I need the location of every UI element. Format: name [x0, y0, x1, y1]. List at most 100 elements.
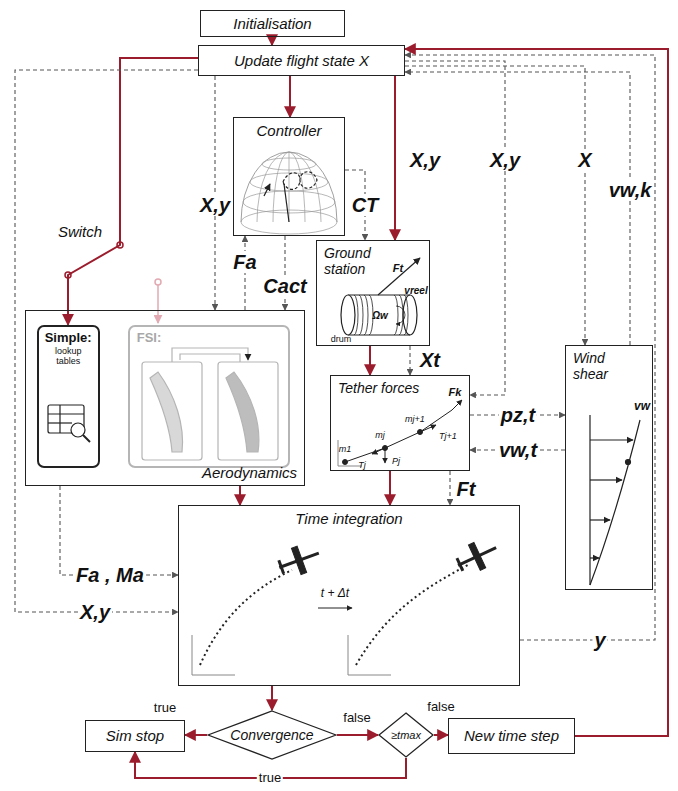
tether-sketch: [452, 400, 462, 410]
tether-sketch: [345, 410, 452, 462]
sphere-mesh: [241, 152, 337, 234]
process-box: Wind shear: [565, 345, 653, 590]
trajectory-sketch: [275, 540, 324, 581]
tether-sketch: [372, 448, 385, 454]
switch-symbol: [155, 279, 161, 285]
symbol-label: Tj: [358, 461, 366, 471]
trajectory-sketch: [200, 570, 292, 665]
trajectory-sketch: [318, 608, 352, 609]
edge-label: pz,t: [499, 404, 537, 426]
box-title: Convergence: [230, 727, 313, 743]
process-box: Simple:lookup tables: [37, 325, 100, 468]
data-arrow: [409, 346, 410, 375]
ground-station-drum: [399, 295, 403, 335]
fsi-pictures: [218, 362, 278, 460]
tether-sketch: [338, 440, 339, 466]
edge-label: CT: [350, 194, 381, 216]
ground-station-drum: [364, 295, 368, 335]
flight-path: [264, 184, 270, 196]
fsi-pictures: [226, 372, 259, 452]
tether-sketch: [385, 448, 386, 463]
edge-label: true: [152, 701, 178, 715]
ground-station-drum: [354, 295, 358, 335]
lookup-table-icon: [83, 435, 90, 442]
fsi-pictures: [142, 348, 278, 460]
box-title: FSI:: [137, 331, 162, 346]
edge-label: Xt: [418, 349, 442, 371]
edge-label: Fa , Ma: [74, 564, 146, 586]
flow-arrow: [394, 76, 396, 240]
lookup-table-icon: [48, 413, 84, 414]
symbol-label: Pj: [392, 457, 400, 467]
edge-label: X,y: [78, 601, 112, 623]
trajectory-sketch: [356, 565, 468, 665]
trajectory-sketch: [192, 675, 235, 676]
flight-path: [264, 172, 317, 222]
process-box: Sim stop: [85, 720, 185, 752]
trajectory-sketch: [348, 675, 391, 676]
fsi-pictures: [150, 372, 183, 452]
symbol-label: Ft: [393, 262, 403, 274]
lookup-table-icon: [71, 423, 85, 437]
flow-arrow: [271, 37, 273, 45]
symbol-label: Ωw: [372, 310, 388, 321]
flow-arrow: [389, 471, 391, 505]
wind-profile: [590, 420, 640, 585]
process-box: FSI:: [128, 325, 290, 468]
box-title: Time integration: [295, 510, 402, 527]
ground-station-drum: [341, 295, 355, 335]
edge-label: X: [576, 149, 593, 171]
flow-arrow: [369, 346, 371, 375]
ground-station-drum: [396, 306, 405, 324]
lookup-table-icon: [48, 405, 90, 442]
edge-label: Cact: [261, 275, 308, 297]
box-title: Tether forces: [338, 380, 419, 396]
flow-arrow: [405, 49, 668, 736]
box-title: Initialisation: [233, 15, 311, 32]
box-title: Wind shear: [573, 350, 633, 382]
data-arrow: [405, 66, 585, 345]
data-arrow: [244, 236, 245, 310]
wind-profile: [590, 479, 622, 480]
flight-path: [283, 172, 317, 190]
fsi-pictures: [142, 362, 202, 460]
symbol-label: mj: [375, 431, 385, 441]
trajectory-sketch: [452, 535, 502, 578]
sphere-mesh: [262, 158, 316, 170]
sphere-mesh: [273, 152, 305, 222]
symbol-label: drum: [331, 335, 352, 345]
trajectory-sketch: [291, 546, 306, 574]
trajectory-sketch: [348, 635, 349, 675]
edge-label: y: [592, 629, 607, 651]
data-arrow: [15, 70, 198, 612]
edge-label: true: [257, 771, 283, 785]
data-arrow: [284, 236, 285, 310]
tether-sketch: [420, 425, 436, 432]
data-arrow: [449, 471, 450, 505]
edge-label: Switch: [56, 224, 104, 241]
tether-sketch: [343, 460, 348, 465]
symbol-label: Tj+1: [439, 432, 457, 442]
process-box: New time step: [448, 718, 575, 754]
switch-symbol: [157, 285, 159, 323]
box-title: Controller: [256, 122, 321, 139]
sphere-mesh: [289, 152, 290, 222]
symbol-label: vreel: [404, 285, 427, 296]
decision-diamond: Convergence: [207, 710, 337, 760]
symbol-label: mj+1: [405, 415, 425, 425]
ground-station-drum: [359, 295, 363, 335]
wind-profile: [590, 415, 640, 585]
edge-label: vw,k: [607, 179, 654, 201]
diamond-shape: [208, 711, 336, 759]
diamond-shape: [379, 713, 433, 757]
flow-arrow: [434, 734, 448, 736]
box-title: Update flight state X: [234, 52, 369, 69]
flow-arrow: [271, 686, 273, 710]
wind-profile: [590, 557, 599, 558]
lookup-table-icon: [59, 405, 60, 433]
edge-label: false: [341, 711, 372, 725]
symbol-label: t + Δt: [321, 587, 349, 600]
edge-label: false: [425, 700, 456, 714]
wind-profile: [626, 460, 631, 465]
fsi-pictures: [172, 348, 248, 362]
